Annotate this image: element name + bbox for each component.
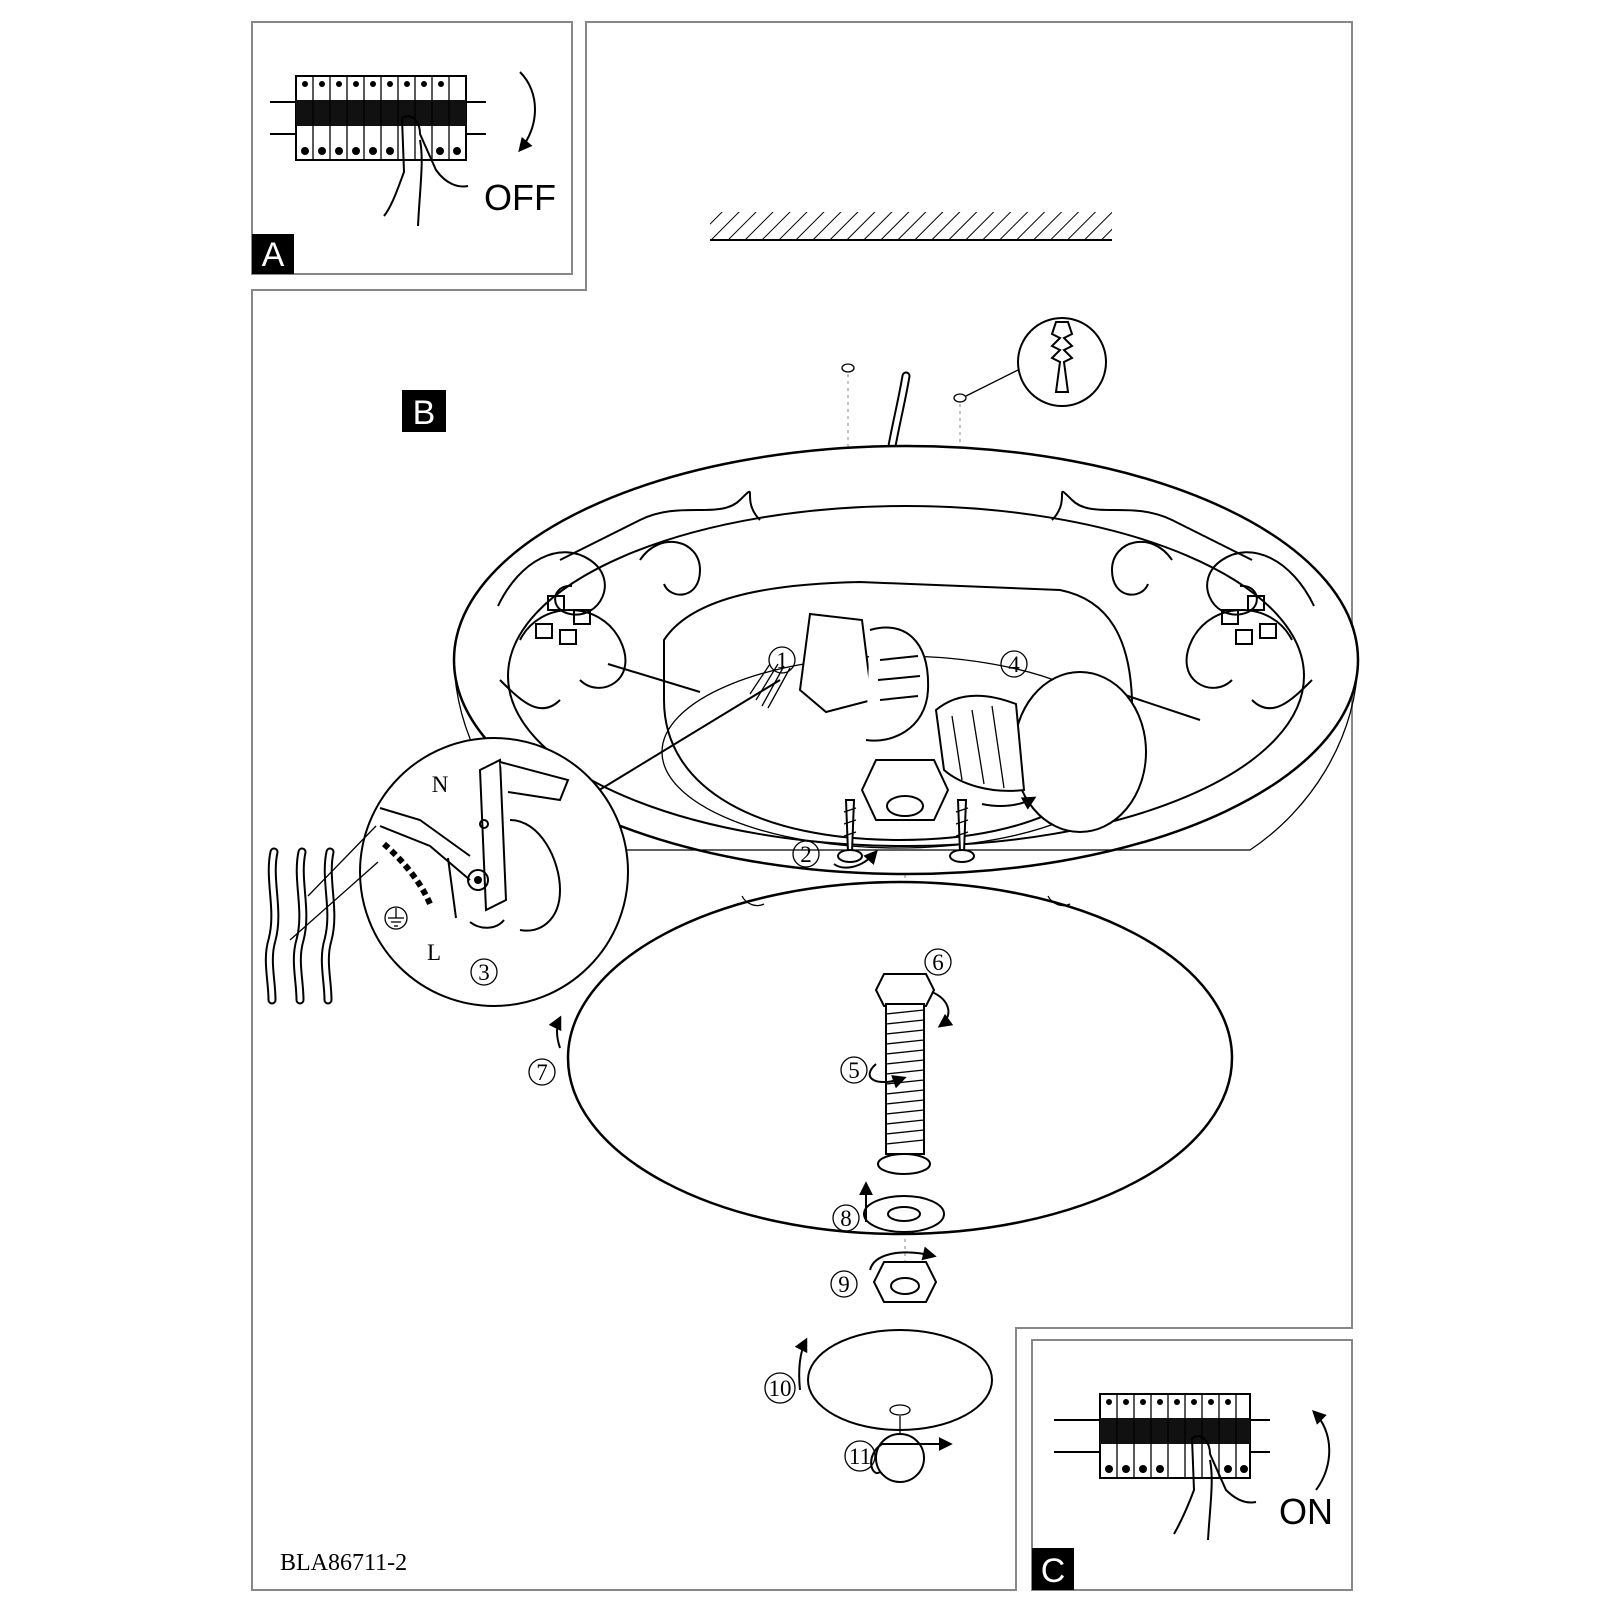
- rotate-arrow-icon: [518, 71, 536, 153]
- svg-text:7: 7: [536, 1060, 548, 1085]
- live-wire-label: L: [427, 940, 441, 965]
- cap-lift-arrow: [794, 1337, 808, 1391]
- svg-text:9: 9: [838, 1272, 850, 1297]
- shade-clip-left: [741, 895, 765, 907]
- svg-text:10: 10: [769, 1376, 792, 1401]
- wall-plug-icon: [1050, 321, 1074, 393]
- step-marker-10: 10: [764, 1372, 796, 1404]
- svg-text:1: 1: [776, 648, 788, 673]
- bulb-rotate-arrow: [981, 796, 1037, 810]
- nut-rotate-arrow: [931, 991, 954, 1028]
- panel-a-tag-box: [252, 234, 294, 274]
- hand-on-icon: [1173, 1435, 1257, 1541]
- off-label: OFF: [484, 177, 556, 218]
- scroll-ornament-left: [497, 490, 761, 710]
- panel-c-frame: [1031, 1339, 1353, 1591]
- drill-hole-left: [841, 363, 855, 373]
- finial-stem: [889, 1404, 911, 1416]
- metal-washer: [863, 1195, 945, 1233]
- panel-b: B: [264, 212, 1360, 1576]
- step-marker-1: 1: [768, 646, 796, 674]
- step-marker-6: 6: [924, 948, 952, 976]
- circuit-breaker-on-icon: [1054, 1393, 1270, 1479]
- finial-ball: [875, 1433, 925, 1483]
- step-marker-11: 11: [844, 1440, 876, 1472]
- step-marker-8: 8: [832, 1204, 860, 1232]
- ceiling-hatch: [710, 212, 1112, 240]
- step-marker-2: 2: [792, 840, 820, 868]
- lamp-holder: [798, 612, 930, 742]
- screw-rotate-arrow: [833, 849, 878, 869]
- rotate-arrow-on-icon: [1312, 1410, 1331, 1491]
- screw-icon: [837, 799, 863, 863]
- plug-callout-line: [965, 369, 1019, 397]
- supply-wires: [264, 825, 379, 1005]
- panel-b-tag-box: [402, 390, 446, 432]
- wiring-detail-callout: [359, 737, 629, 1007]
- detail-pointer-line: [595, 679, 781, 793]
- svg-text:8: 8: [840, 1206, 852, 1231]
- model-code: BLA86711-2: [280, 1550, 407, 1576]
- svg-text:2: 2: [800, 842, 812, 867]
- scroll-ornament-right: [1051, 490, 1315, 710]
- earth-ground-icon: [384, 906, 408, 930]
- step-markers: 1 2 3 4 5 6 7 8 9 10 11: [470, 646, 1028, 1472]
- rod-rotate-arrow: [868, 1063, 907, 1089]
- step-marker-4: 4: [1000, 650, 1028, 678]
- hex-nut-top: [860, 759, 950, 821]
- shade-clip-right: [1047, 895, 1071, 907]
- panel-b-frame: [251, 21, 1353, 1591]
- on-label: ON: [1279, 1491, 1333, 1532]
- panel-a-frame: [251, 21, 573, 275]
- svg-text:6: 6: [932, 950, 944, 975]
- step-marker-3: 3: [470, 958, 498, 986]
- nut-tighten-arrow: [869, 1246, 937, 1271]
- hex-nut-bottom: [872, 1261, 938, 1303]
- drill-hole-right: [953, 393, 967, 403]
- screw-right: [949, 799, 975, 863]
- svg-text:4: 4: [1008, 652, 1020, 677]
- bulb-icon: [934, 671, 1147, 833]
- panel-b-tag: B: [413, 394, 436, 432]
- panel-a: A OFF: [252, 71, 556, 274]
- step-marker-9: 9: [830, 1270, 858, 1298]
- circuit-breaker-icon: [270, 75, 486, 161]
- svg-text:11: 11: [849, 1444, 871, 1469]
- step-marker-5: 5: [840, 1056, 868, 1084]
- svg-text:5: 5: [848, 1058, 860, 1083]
- panel-c: C ON: [1032, 1393, 1333, 1590]
- rubber-washer: [877, 1153, 931, 1175]
- hand-icon: [383, 115, 469, 227]
- shade-lift-arrow: [548, 1015, 562, 1049]
- panel-c-tag-box: [1032, 1548, 1074, 1590]
- finial-rotate-arrow: [870, 1437, 953, 1475]
- panel-c-tag: C: [1041, 1552, 1066, 1590]
- panel-frames: [251, 21, 1353, 1591]
- step-marker-7: 7: [528, 1058, 556, 1086]
- svg-text:3: 3: [478, 960, 490, 985]
- neutral-wire-label: N: [432, 772, 449, 797]
- panel-a-tag: A: [262, 236, 285, 274]
